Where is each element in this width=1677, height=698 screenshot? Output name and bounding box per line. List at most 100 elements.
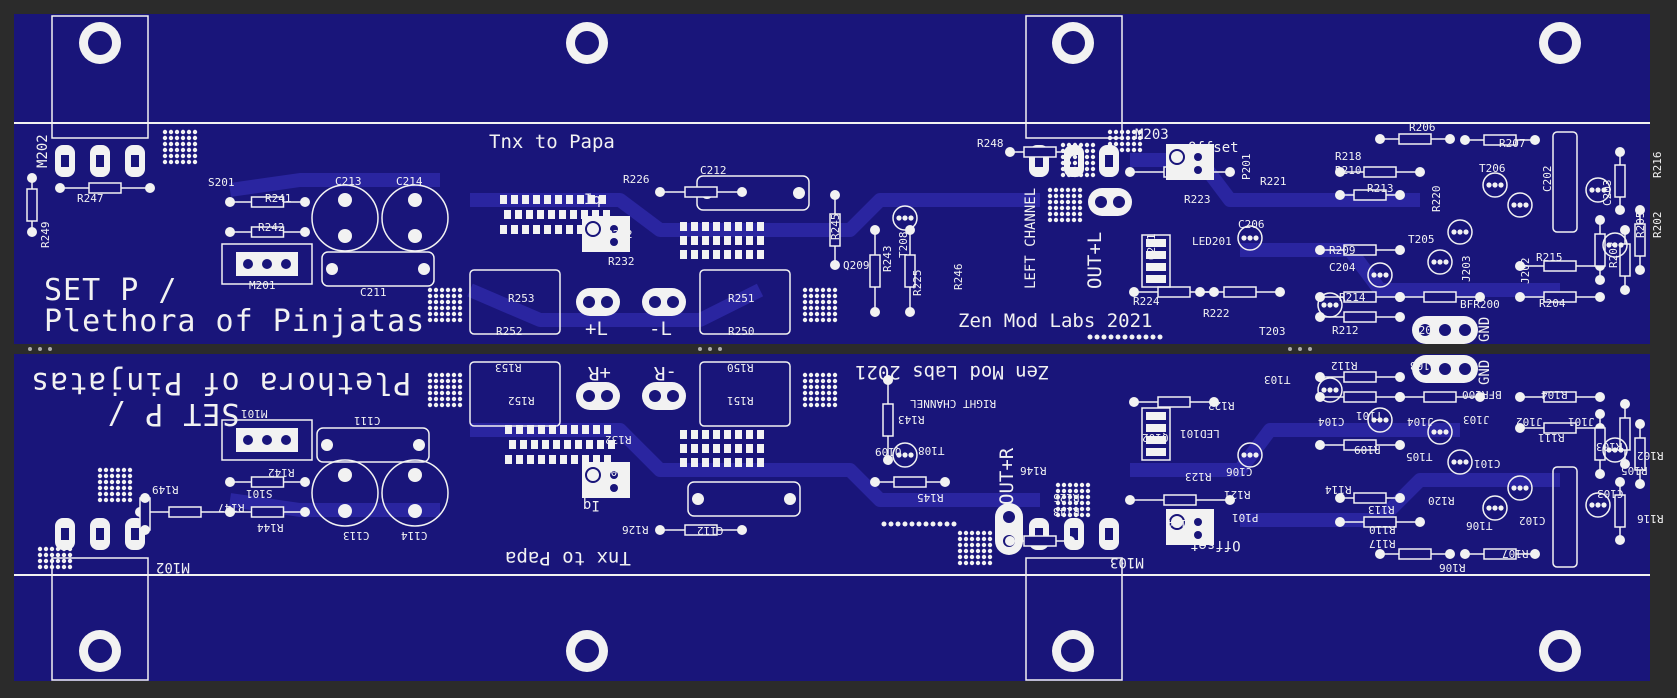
ref-r252: R252 <box>496 325 523 338</box>
ref-r147: R147 <box>218 501 245 514</box>
ref-c114: C114 <box>401 529 428 542</box>
title-line1-bottom: SET P / <box>106 396 240 431</box>
ref-r245: R245 <box>829 213 842 241</box>
via-grid <box>1107 129 1143 153</box>
plus-rail-label-top: +L <box>585 318 608 340</box>
smd-pad <box>538 455 545 464</box>
channel-label-bottom: RIGHT CHANNEL <box>910 397 997 410</box>
ref-r205: R205 <box>1634 211 1647 239</box>
ref-r102: R102 <box>1637 449 1664 462</box>
transistor <box>1367 262 1393 288</box>
smd-pad <box>504 210 511 219</box>
transistor <box>1427 249 1453 275</box>
ref-c211: C211 <box>360 286 387 299</box>
resistor <box>1460 134 1540 146</box>
smd-pad <box>724 236 731 245</box>
resistor <box>1395 291 1485 303</box>
ref-r224: R224 <box>1133 295 1160 308</box>
tall-caps <box>1552 131 1578 568</box>
resistor <box>882 375 894 465</box>
iq-label-top: Iq <box>584 192 601 208</box>
transistor <box>1585 177 1611 203</box>
plus-rail-label-bottom: +R <box>588 362 611 384</box>
resistor <box>1395 391 1485 403</box>
ref-r144: R144 <box>257 521 284 534</box>
via-grid <box>37 546 73 570</box>
smd-pad <box>713 250 720 259</box>
smd-pad <box>603 210 610 219</box>
ref-r216: R216 <box>1651 151 1664 179</box>
ref-r125: R125 <box>1053 491 1080 504</box>
ref-r151: R151 <box>727 394 754 407</box>
brand-label-bottom: Zen Mod Labs 2021 <box>855 361 1050 383</box>
ref-r148: R148 <box>1053 505 1080 518</box>
via-grid <box>957 530 993 566</box>
ref-r247: R247 <box>77 192 104 205</box>
transistor <box>892 205 918 231</box>
resistor <box>1005 535 1075 547</box>
transistor <box>1482 172 1508 198</box>
transistor <box>1237 442 1263 468</box>
ref-r250: R250 <box>728 325 755 338</box>
header-strip <box>1141 407 1171 461</box>
smd-pad <box>526 210 533 219</box>
ref-j104: J104 <box>1407 415 1434 428</box>
smd-pad <box>538 425 545 434</box>
smd-pad <box>533 195 540 204</box>
smd-pad <box>702 430 709 439</box>
ref-t101: T101 <box>1356 409 1383 422</box>
smd-pad <box>566 195 573 204</box>
resistor <box>1375 548 1455 560</box>
ref-q102: Q102 <box>1142 431 1169 444</box>
ref-c102: C102 <box>1519 514 1546 527</box>
electrolytic-caps <box>311 184 449 527</box>
offset-label-bottom: Offset <box>1190 537 1241 553</box>
ref-r126: R126 <box>622 523 649 536</box>
ref-q209: Q209 <box>843 259 870 272</box>
ref-j101: J101 <box>1568 415 1595 428</box>
resistor <box>1315 439 1405 451</box>
smd-pad <box>680 444 687 453</box>
smd-pad <box>577 225 584 234</box>
ref-r207: R207 <box>1499 137 1526 150</box>
smd-pad <box>577 195 584 204</box>
title-line1-top: SET P / <box>44 273 178 308</box>
ref-r113: R113 <box>1368 503 1395 516</box>
header-strip <box>1141 234 1171 288</box>
ref-r146: R146 <box>1020 464 1047 477</box>
transistor <box>1602 437 1628 463</box>
via-grid <box>427 372 463 408</box>
ref-m102: M102 <box>156 559 190 575</box>
ref-r107: R107 <box>1502 547 1529 560</box>
resistor <box>225 506 310 518</box>
ref-r143: R143 <box>898 413 925 426</box>
smd-pad <box>746 458 753 467</box>
trimmer-pot <box>582 462 630 498</box>
smd-pad <box>548 210 555 219</box>
smd-pad <box>586 440 593 449</box>
smd-pad <box>735 236 742 245</box>
resistor <box>1195 286 1285 298</box>
ref-r249: R249 <box>39 221 52 249</box>
smd-pad <box>691 222 698 231</box>
smd-pad <box>593 455 600 464</box>
ref-j202: J202 <box>1519 257 1532 285</box>
resistor <box>225 476 310 488</box>
ref-r203: R203 <box>1607 241 1620 269</box>
via-grid <box>1055 482 1091 518</box>
brand-label-top: Zen Mod Labs 2021 <box>958 310 1153 332</box>
via-grid <box>1047 187 1083 223</box>
resistor <box>225 196 310 208</box>
ref-r206: R206 <box>1409 121 1436 134</box>
ref-q201: Q201 <box>1145 233 1158 261</box>
smd-pad <box>593 425 600 434</box>
smd-pad <box>522 195 529 204</box>
output-label-top: OUT+L <box>1084 231 1106 289</box>
smd-pad <box>757 444 764 453</box>
title-line2-bottom: Plethora of Pinjatas <box>30 365 412 400</box>
smd-pad <box>724 222 731 231</box>
transistor <box>1507 475 1533 501</box>
smd-pad <box>702 444 709 453</box>
ref-led201: LED201 <box>1192 235 1232 248</box>
